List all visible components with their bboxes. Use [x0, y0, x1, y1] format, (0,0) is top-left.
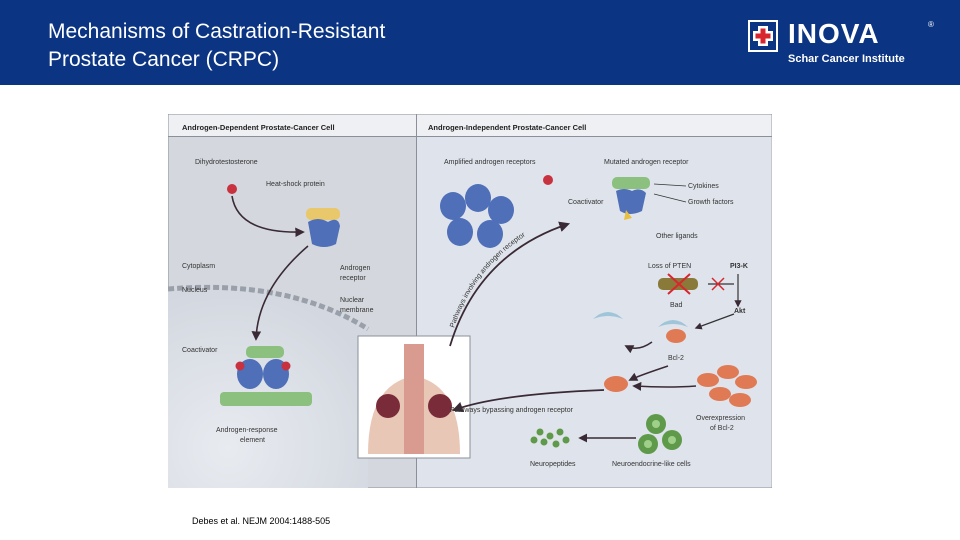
inova-logo: INOVA ® Schar Cancer Institute — [748, 18, 938, 68]
slide-title: Mechanisms of Castration-Resistant Prost… — [48, 18, 385, 74]
label-overexpression: Overexpression — [696, 415, 745, 422]
label-androgen: Androgen — [340, 265, 370, 272]
neuroendocrine-cells — [638, 414, 682, 454]
label-bad: Bad — [670, 302, 683, 309]
label-nuclear: Nuclear — [340, 297, 365, 304]
neuropeptides-cluster — [530, 428, 570, 448]
label-akt: Akt — [734, 308, 746, 315]
logo-name: INOVA — [788, 18, 880, 49]
label-of-bcl2: of Bcl-2 — [710, 425, 734, 432]
nucleus-region — [168, 287, 368, 488]
label-androgen-response: Androgen-response — [216, 427, 278, 434]
label-nucleus: Nucleus — [182, 287, 208, 294]
label-receptor: receptor — [340, 275, 366, 282]
right-panel-header — [417, 114, 771, 137]
label-membrane: membrane — [340, 307, 374, 314]
left-panel-header — [168, 114, 417, 137]
androgen-response-element-shape — [220, 392, 312, 406]
label-neuroendocrine-cells: Neuroendocrine-like cells — [612, 461, 691, 468]
bad-shape-free — [593, 312, 623, 319]
label-growth-factors: Growth factors — [688, 199, 734, 206]
figure-svg: Androgen-Dependent Prostate-Cancer Cell … — [167, 113, 773, 489]
crpc-mechanism-figure: Androgen-Dependent Prostate-Cancer Cell … — [167, 113, 773, 489]
tumor-right — [428, 394, 452, 418]
bcl2-free-shape — [604, 376, 628, 392]
label-loss-of-pten: Loss of PTEN — [648, 263, 691, 270]
inova-cross-icon — [748, 20, 778, 52]
label-mutated-receptor: Mutated androgen receptor — [604, 159, 689, 166]
label-heat-shock-protein: Heat-shock protein — [266, 181, 325, 188]
mutated-receptor-shape — [616, 189, 646, 214]
tumor-left — [376, 394, 400, 418]
right-panel-title: Androgen-Independent Prostate-Cancer Cel… — [428, 123, 586, 132]
label-coactivator-left: Coactivator — [182, 347, 218, 354]
heat-shock-protein-shape — [306, 208, 340, 220]
label-pi3k: PI3-K — [730, 263, 748, 270]
bcl2-bound-shape — [666, 329, 686, 343]
bad-shape-bound — [658, 320, 688, 327]
label-other-ligands: Other ligands — [656, 233, 698, 240]
label-cytokines: Cytokines — [688, 183, 719, 190]
citation: Debes et al. NEJM 2004:1488-505 — [192, 516, 331, 526]
nuclear-membrane — [167, 284, 370, 332]
title-line-1: Mechanisms of Castration-Resistant — [48, 20, 386, 43]
bcl2-overexpression-cluster — [697, 365, 757, 407]
logo-registered: ® — [928, 20, 934, 29]
left-panel-title: Androgen-Dependent Prostate-Cancer Cell — [182, 123, 335, 132]
label-bcl2: Bcl-2 — [668, 355, 684, 362]
coactivator-right-shape — [612, 177, 650, 189]
androgen-receptor-left — [308, 219, 340, 247]
label-cytoplasm: Cytoplasm — [182, 263, 215, 270]
title-line-2: Prostate Cancer (CRPC) — [48, 48, 280, 71]
urethra — [404, 344, 424, 454]
amplified-receptor-cluster — [440, 184, 514, 248]
label-dihydrotestosterone: Dihydrotestosterone — [195, 159, 258, 166]
slide-header: Mechanisms of Castration-Resistant Prost… — [0, 0, 960, 85]
label-pathways-bypassing: Pathways bypassing androgen receptor — [450, 407, 574, 414]
coactivator-left-shape — [246, 346, 284, 358]
right-panel-bg — [417, 114, 771, 488]
label-element: element — [240, 437, 265, 444]
label-amplified-receptors: Amplified androgen receptors — [444, 159, 536, 166]
label-coactivator-right: Coactivator — [568, 199, 604, 206]
logo-subtitle: Schar Cancer Institute — [788, 53, 905, 65]
dihydrotestosterone-molecule — [227, 184, 237, 194]
label-neuropeptides: Neuropeptides — [530, 461, 576, 468]
